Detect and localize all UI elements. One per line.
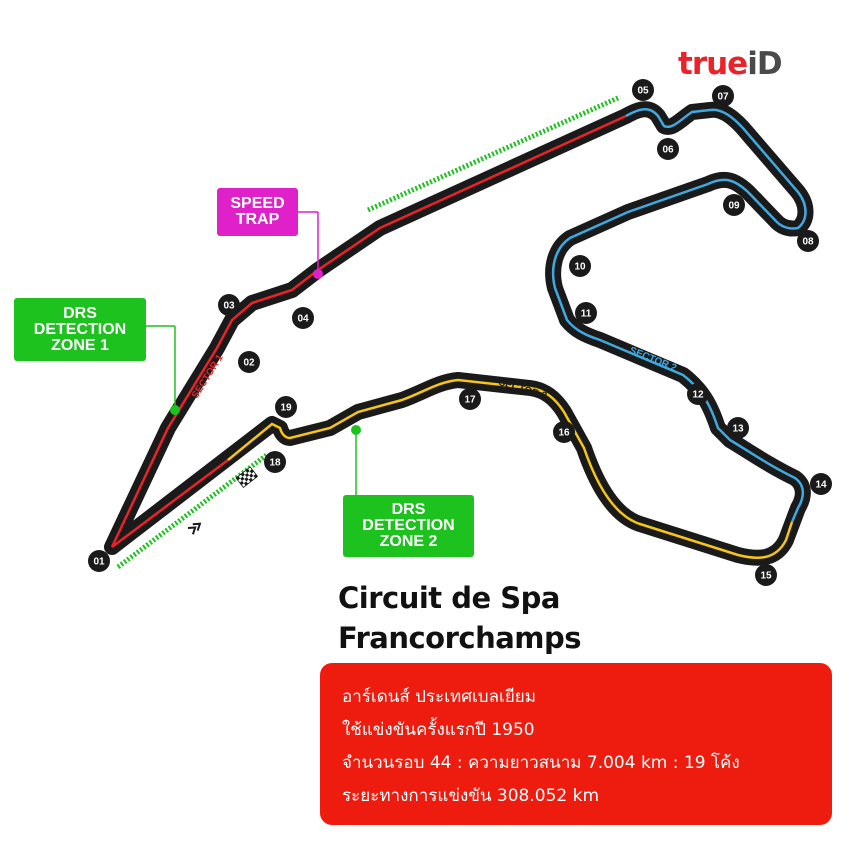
drs-detection-zone-2-callout: DRS DETECTION ZONE 2 bbox=[343, 495, 474, 557]
speed-trap-dot bbox=[313, 269, 323, 279]
circuit-title-line-1: Circuit de Spa bbox=[338, 581, 561, 615]
drs-zone-1-label: DRS DETECTION ZONE 1 bbox=[33, 304, 127, 354]
sector-1-line-return bbox=[111, 459, 229, 548]
corner-number: 06 bbox=[662, 145, 674, 156]
corner-number: 09 bbox=[728, 201, 740, 212]
corner-markers: 01 02 03 04 05 06 07 08 09 10 11 12 13 14 15 16 17 18 19 bbox=[88, 79, 832, 586]
corner-badge bbox=[712, 85, 734, 107]
corner-marker-17: 17 bbox=[459, 388, 481, 410]
corner-badge bbox=[755, 564, 777, 586]
corner-badge bbox=[810, 473, 832, 495]
corner-badge bbox=[88, 550, 110, 572]
sector-2-line bbox=[551, 108, 807, 523]
info-laps-length-corners: จำนวนรอบ 44 : ความยาวสนาม 7.004 km : 19 … bbox=[342, 753, 740, 773]
logo-text-true: true bbox=[678, 46, 748, 82]
corner-marker-12: 12 bbox=[687, 383, 709, 405]
circuit-title: Circuit de Spa Francorchamps bbox=[338, 578, 582, 658]
drs-detection-zone-1-callout: DRS DETECTION ZONE 1 bbox=[14, 298, 146, 361]
circuit-info-box: อาร์เดนส์ ประเทศเบลเยียม ใช้แข่งขันครั้ง… bbox=[320, 663, 832, 825]
sector-3-line bbox=[227, 378, 794, 559]
corner-badge bbox=[575, 302, 597, 324]
circuit-title-line-2: Francorchamps bbox=[338, 621, 582, 655]
info-location: อาร์เดนส์ ประเทศเบลเยียม bbox=[342, 687, 536, 707]
corner-badge bbox=[723, 194, 745, 216]
corner-badge bbox=[218, 294, 240, 316]
drs-1-dot bbox=[170, 405, 180, 415]
corner-marker-02: 02 bbox=[238, 351, 260, 373]
corner-badge bbox=[797, 230, 819, 252]
drs-zone-2-label: DRS DETECTION ZONE 2 bbox=[362, 501, 455, 550]
drs-2-dot bbox=[351, 425, 361, 435]
corner-number: 04 bbox=[297, 314, 309, 325]
corner-number: 19 bbox=[280, 403, 292, 414]
corner-number: 02 bbox=[243, 358, 255, 369]
corner-badge bbox=[459, 388, 481, 410]
corner-number: 08 bbox=[802, 237, 814, 248]
corner-marker-14: 14 bbox=[810, 473, 832, 495]
corner-number: 01 bbox=[93, 557, 105, 568]
corner-number: 14 bbox=[815, 480, 827, 491]
corner-badge bbox=[238, 351, 260, 373]
corner-badge bbox=[687, 383, 709, 405]
logo-text-id: iD bbox=[747, 46, 782, 82]
corner-badge bbox=[632, 79, 654, 101]
speed-trap-label: SPEED TRAP bbox=[230, 195, 285, 228]
corner-marker-01: 01 bbox=[88, 550, 110, 572]
corner-number: 11 bbox=[581, 309, 592, 320]
info-first-race: ใช้แข่งขันครั้งแรกปี 1950 bbox=[342, 720, 535, 740]
corner-marker-09: 09 bbox=[723, 194, 745, 216]
corner-badge bbox=[553, 421, 575, 443]
info-race-distance: ระยะทางการแข่งขัน 308.052 km bbox=[342, 786, 600, 806]
corner-marker-04: 04 bbox=[292, 307, 314, 329]
corner-marker-08: 08 bbox=[797, 230, 819, 252]
corner-marker-10: 10 bbox=[569, 255, 591, 277]
drs-activation-zone-kemmel bbox=[366, 94, 622, 213]
corner-number: 16 bbox=[558, 428, 570, 439]
corner-marker-18: 18 bbox=[264, 451, 286, 473]
corner-badge bbox=[727, 417, 749, 439]
speed-trap-callout: SPEED TRAP bbox=[217, 188, 298, 236]
corner-number: 12 bbox=[692, 390, 704, 401]
corner-number: 10 bbox=[574, 262, 586, 273]
corner-number: 07 bbox=[717, 92, 729, 103]
corner-marker-19: 19 bbox=[275, 396, 297, 418]
trueid-logo: trueiD bbox=[678, 44, 783, 84]
corner-marker-06: 06 bbox=[657, 138, 679, 160]
corner-badge bbox=[569, 255, 591, 277]
corner-marker-11: 11 bbox=[575, 302, 597, 324]
corner-number: 17 bbox=[464, 395, 476, 406]
corner-badge bbox=[264, 451, 286, 473]
corner-number: 13 bbox=[732, 424, 744, 435]
corner-marker-16: 16 bbox=[553, 421, 575, 443]
corner-number: 18 bbox=[269, 458, 281, 469]
checkered-flag-icon bbox=[235, 466, 259, 489]
corner-marker-05: 05 bbox=[632, 79, 654, 101]
corner-marker-15: 15 bbox=[755, 564, 777, 586]
corner-marker-07: 07 bbox=[712, 85, 734, 107]
corner-badge bbox=[292, 307, 314, 329]
direction-chevron-icon bbox=[187, 522, 202, 535]
corner-number: 15 bbox=[760, 571, 772, 582]
sector-1-line bbox=[110, 114, 627, 548]
corner-number: 03 bbox=[223, 301, 235, 312]
corner-marker-13: 13 bbox=[727, 417, 749, 439]
corner-number: 05 bbox=[637, 86, 649, 97]
corner-marker-03: 03 bbox=[218, 294, 240, 316]
corner-badge bbox=[275, 396, 297, 418]
corner-badge bbox=[657, 138, 679, 160]
